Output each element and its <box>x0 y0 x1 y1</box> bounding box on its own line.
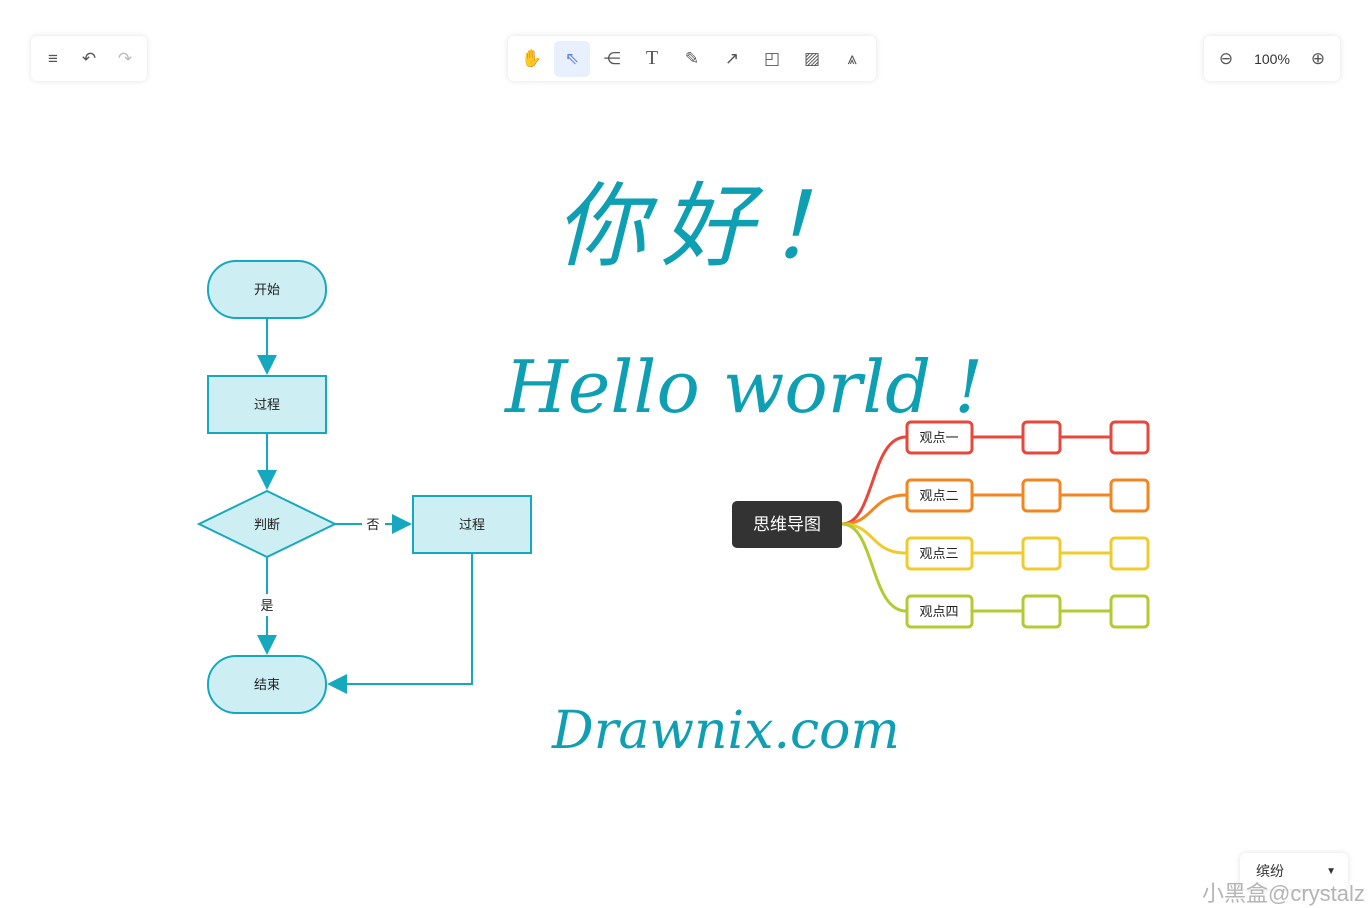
mindmap-grandchild-node[interactable] <box>1109 536 1150 571</box>
mindmap-branch-label: 观点四 <box>919 604 958 619</box>
hand-icon: ✋ <box>521 48 543 68</box>
zoom-toolbar: ⊖ 100% ⊕ <box>1204 36 1340 81</box>
redo-button[interactable]: ↷ <box>107 41 143 77</box>
mindmap-branch-label: 观点一 <box>919 430 958 445</box>
mindmap-root-node[interactable] <box>732 501 842 548</box>
app-menu-toolbar: ≡ ↶ ↷ <box>31 36 147 81</box>
arrow-tool-button[interactable]: ↗ <box>714 41 750 77</box>
pointer-icon: ⇖ <box>564 48 580 68</box>
text-tool-button[interactable]: T <box>634 41 670 77</box>
text-icon: T <box>645 47 659 69</box>
mindmap-tool-button[interactable]: ⋲ <box>594 41 630 77</box>
flow-decision-label: 判断 <box>254 517 280 532</box>
handwriting-drawnix[interactable]: Drawnix.com <box>551 701 900 761</box>
mindmap-grandchild-node[interactable] <box>1109 478 1150 513</box>
handwriting-group[interactable]: 你好！ Hello world ! Drawnix.com <box>503 173 983 761</box>
hand-tool-button[interactable]: ✋ <box>514 41 550 77</box>
mindmap-grandchild-node[interactable] <box>1109 594 1150 629</box>
flow-start-label: 开始 <box>254 282 280 297</box>
mindmap-branch-line <box>841 493 907 526</box>
shape-tool-button[interactable]: ◰ <box>754 41 790 77</box>
mindmap-grandchild-node[interactable] <box>1109 420 1150 455</box>
image-tool-button[interactable]: ▨ <box>794 41 830 77</box>
undo-button[interactable]: ↶ <box>71 41 107 77</box>
pencil-icon: ✎ <box>684 48 700 68</box>
flow-end-node[interactable] <box>207 655 327 714</box>
pencil-tool-button[interactable]: ✎ <box>674 41 710 77</box>
theme-selected-value: 缤纷 <box>1256 863 1284 879</box>
chevron-down-icon: ▼ <box>1326 865 1336 877</box>
menu-button[interactable]: ≡ <box>35 41 71 77</box>
watermark: 小黑盒@crystalz <box>1202 881 1365 906</box>
flow-process-label-2: 过程 <box>459 517 485 532</box>
mindmap-branch-label: 观点三 <box>919 546 958 561</box>
arrow-icon: ↗ <box>724 48 740 68</box>
flow-yes-label: 是 <box>260 598 273 613</box>
redo-icon: ↷ <box>117 48 133 68</box>
mindmap-branch-node[interactable] <box>905 478 974 513</box>
extra-tools-button[interactable]: ⩓ <box>834 41 870 77</box>
undo-icon: ↶ <box>81 48 97 68</box>
mindmap-branch-line <box>841 522 907 613</box>
theme-select[interactable]: 缤纷 ▼ <box>1240 853 1348 889</box>
shape-icon: ◰ <box>763 48 781 68</box>
zoom-out-icon: ⊖ <box>1218 48 1234 68</box>
zoom-in-icon: ⊕ <box>1310 48 1326 68</box>
zoom-in-button[interactable]: ⊕ <box>1300 41 1336 77</box>
flow-process-node[interactable] <box>207 375 327 434</box>
handwriting-hello-world[interactable]: Hello world ! <box>503 345 983 429</box>
mindmap-branch-node[interactable] <box>905 420 974 455</box>
mindmap-branch-node[interactable] <box>905 594 974 629</box>
mindmap-branch-label: 观点二 <box>919 488 958 503</box>
zoom-out-button[interactable]: ⊖ <box>1208 41 1244 77</box>
mindmap-child-node[interactable] <box>1021 536 1062 571</box>
zoom-level[interactable]: 100% <box>1254 50 1290 67</box>
handwriting-nihao[interactable]: 你好！ <box>555 173 873 280</box>
flow-process-node-2[interactable] <box>412 495 532 554</box>
flow-connector[interactable] <box>327 553 473 694</box>
selection-tool-button[interactable]: ⇖ <box>554 40 590 77</box>
flow-end-label: 结束 <box>254 677 280 692</box>
mindmap-child-node[interactable] <box>1021 420 1062 455</box>
creation-toolbar: ✋ ⇖ ⋲ T ✎ ↗ ◰ ▨ ⩓ <box>508 36 876 81</box>
image-icon: ▨ <box>803 48 821 68</box>
mindmap-child-node[interactable] <box>1021 594 1062 629</box>
menu-icon: ≡ <box>48 48 58 68</box>
flow-no-label: 否 <box>366 517 379 532</box>
mindmap[interactable] <box>841 420 1150 629</box>
mindmap-icon: ⋲ <box>603 48 621 68</box>
mindmap-child-node[interactable] <box>1021 478 1062 513</box>
mindmap-branch-node[interactable] <box>905 536 974 571</box>
mindmap-branch-line <box>841 435 907 526</box>
extra-tools-icon: ⩓ <box>847 48 857 68</box>
flow-process-label: 过程 <box>254 397 280 412</box>
mindmap-root-label: 思维导图 <box>753 515 821 534</box>
